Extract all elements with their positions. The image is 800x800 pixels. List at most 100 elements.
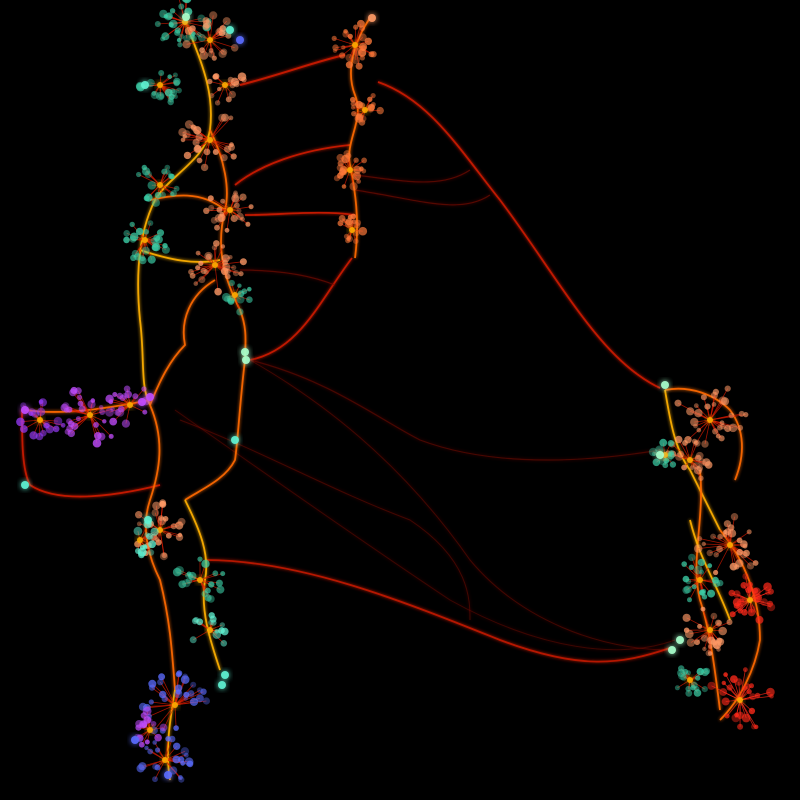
backbone-edge: [664, 389, 721, 531]
spoke-edge: [738, 681, 741, 701]
leaf-node: [144, 532, 150, 538]
leaf-node: [694, 454, 702, 462]
inter-cluster-edge: [354, 169, 471, 183]
leaf-node: [52, 425, 60, 433]
leaf-node: [156, 229, 165, 237]
backbone-edge: [137, 19, 212, 406]
leaf-node: [112, 392, 118, 397]
leaf-node: [682, 440, 688, 446]
leaf-node: [161, 168, 168, 175]
leaf-node: [736, 548, 743, 556]
leaf-node: [742, 543, 748, 549]
leaf-node: [219, 622, 225, 628]
leaf-node: [143, 229, 150, 235]
leaf-node: [691, 438, 698, 444]
spoke-edge: [209, 39, 225, 53]
leaf-node: [213, 73, 220, 80]
highlight-node: [21, 406, 29, 414]
leaf-node: [353, 24, 359, 30]
highlight-node: [236, 36, 244, 44]
spoke-edge: [214, 243, 217, 266]
leaf-node: [147, 549, 155, 556]
leaf-node: [336, 153, 345, 162]
inter-cluster-edge: [179, 419, 471, 621]
leaf-node: [198, 260, 204, 266]
leaf-node: [706, 549, 713, 557]
leaf-node: [236, 308, 244, 316]
leaf-node: [174, 29, 181, 36]
leaf-node: [135, 724, 142, 731]
leaf-node: [678, 665, 685, 672]
leaf-node: [198, 33, 206, 42]
leaf-node: [178, 33, 185, 40]
leaf-node: [710, 533, 716, 540]
leaf-node: [688, 553, 696, 562]
leaf-node: [205, 253, 212, 260]
leaf-node: [717, 424, 723, 431]
leaf-node: [702, 458, 711, 467]
leaf-node: [182, 40, 191, 49]
hub-node: [157, 82, 163, 88]
backbone-edge: [348, 17, 371, 259]
leaf-node: [704, 403, 711, 410]
leaf-node: [195, 265, 201, 271]
leaf-node: [697, 536, 703, 542]
leaf-node: [708, 644, 713, 649]
leaf-node: [721, 680, 726, 686]
backbone-edge: [184, 359, 246, 501]
leaf-node: [345, 237, 351, 244]
spoke-edge: [209, 139, 225, 158]
backbone-edge: [664, 387, 743, 481]
leaf-node: [681, 464, 687, 471]
leaf-node: [108, 433, 114, 439]
leaf-node: [60, 422, 66, 428]
leaf-node: [246, 296, 253, 304]
leaf-node: [747, 581, 753, 588]
leaf-node: [208, 48, 214, 53]
leaf-node: [341, 184, 347, 189]
leaf-node: [228, 115, 234, 121]
leaf-node: [680, 673, 687, 681]
highlight-node: [241, 348, 249, 356]
leaf-node: [353, 222, 361, 229]
hub-node: [737, 697, 743, 703]
leaf-node: [681, 561, 687, 567]
leaf-node: [152, 240, 160, 248]
hub-node: [222, 82, 228, 88]
leaf-node: [97, 432, 106, 441]
inter-cluster-edge: [249, 359, 661, 461]
leaf-node: [148, 540, 157, 549]
hub-node: [207, 37, 213, 43]
hub-node: [747, 597, 753, 603]
leaf-node: [677, 450, 685, 458]
spoke-edge: [698, 544, 731, 549]
hub-node: [162, 757, 168, 763]
leaf-node: [233, 190, 238, 196]
leaf-node: [225, 96, 232, 103]
spoke-edge: [686, 617, 711, 631]
leaf-node: [691, 584, 697, 590]
hub-node: [687, 677, 693, 683]
leaf-node: [141, 246, 150, 255]
leaf-node: [114, 409, 121, 416]
leaf-node: [339, 168, 347, 176]
leaf-node: [367, 96, 373, 103]
leaf-node: [63, 407, 70, 413]
leaf-node: [207, 195, 214, 202]
inter-cluster-edge: [249, 257, 353, 361]
leaf-node: [161, 245, 170, 254]
leaf-node: [178, 3, 185, 10]
leaf-node: [236, 212, 244, 221]
spoke-edge: [691, 557, 701, 581]
leaf-node: [731, 713, 741, 723]
spoke-edge: [174, 691, 204, 706]
spoke-edge: [334, 38, 356, 46]
leaf-node: [752, 560, 759, 566]
leaf-node: [767, 603, 776, 612]
inter-cluster-edge: [174, 409, 676, 651]
leaf-node: [102, 419, 107, 424]
leaf-node: [767, 588, 774, 595]
leaf-node: [168, 735, 176, 743]
leaf-node: [358, 119, 366, 126]
leaf-node: [169, 191, 175, 197]
